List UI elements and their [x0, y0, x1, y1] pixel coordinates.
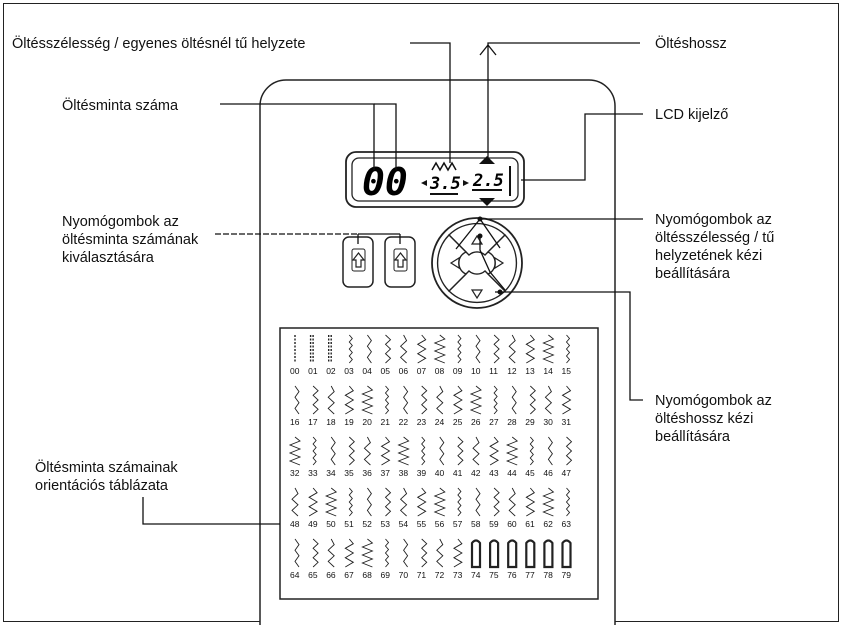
stitch-number-label: 36	[362, 468, 372, 478]
stitch-number-label: 62	[543, 519, 553, 529]
stitch-number-label: 38	[399, 468, 409, 478]
lcd-length-value: 2.5	[472, 171, 504, 191]
lcd-display: 00 3.5 2.5	[346, 152, 524, 207]
stitch-number-label: 45	[525, 468, 535, 478]
stitch-number-label: 18	[326, 417, 336, 427]
stitch-number-label: 74	[471, 570, 481, 580]
stitch-number-label: 43	[489, 468, 499, 478]
stitch-number-label: 56	[435, 519, 445, 529]
stitch-number-label: 77	[525, 570, 535, 580]
stitch-number-label: 42	[471, 468, 481, 478]
stitch-number-label: 65	[308, 570, 318, 580]
stitch-number-label: 15	[562, 366, 572, 376]
stitch-number-label: 22	[399, 417, 409, 427]
stitch-number-label: 04	[362, 366, 372, 376]
stitch-number-label: 02	[326, 366, 336, 376]
stitch-number-label: 41	[453, 468, 463, 478]
stitch-number-label: 73	[453, 570, 463, 580]
stitch-number-label: 61	[525, 519, 535, 529]
stitch-number-label: 13	[525, 366, 535, 376]
stitch-number-label: 46	[543, 468, 553, 478]
stitch-number-label: 53	[381, 519, 391, 529]
stitch-number-label: 58	[471, 519, 481, 529]
stitch-number-label: 78	[543, 570, 553, 580]
stitch-number-label: 32	[290, 468, 300, 478]
stitch-number-label: 49	[308, 519, 318, 529]
stitch-number-label: 33	[308, 468, 318, 478]
stitch-pattern-table: 00 01 02 03 04 05 06 07 08 09 10 11 12 13 14 15 16 17 18 19…	[280, 328, 598, 599]
stitch-number-label: 01	[308, 366, 318, 376]
stitch-number-label: 75	[489, 570, 499, 580]
stitch-number-label: 30	[543, 417, 553, 427]
stitch-number-label: 79	[562, 570, 572, 580]
stitch-number-label: 14	[543, 366, 553, 376]
stitch-number-label: 28	[507, 417, 517, 427]
stitch-number-label: 71	[417, 570, 427, 580]
stitch-number-label: 64	[290, 570, 300, 580]
stitch-number-label: 19	[344, 417, 354, 427]
lcd-width-value: 3.5	[429, 174, 461, 194]
stitch-number-label: 31	[562, 417, 572, 427]
stitch-number-label: 16	[290, 417, 300, 427]
stitch-number-label: 23	[417, 417, 427, 427]
stitch-number-label: 26	[471, 417, 481, 427]
stitch-number-label: 63	[562, 519, 572, 529]
stitch-number-label: 51	[344, 519, 354, 529]
stitch-number-label: 52	[362, 519, 372, 529]
stitch-number-label: 10	[471, 366, 481, 376]
stitch-number-label: 76	[507, 570, 517, 580]
stitch-number-label: 44	[507, 468, 517, 478]
direction-pad	[432, 218, 522, 308]
stitch-number-label: 35	[344, 468, 354, 478]
stitch-number-label: 39	[417, 468, 427, 478]
stitch-number-label: 07	[417, 366, 427, 376]
stitch-number-label: 27	[489, 417, 499, 427]
stitch-number-label: 66	[326, 570, 336, 580]
stitch-number-label: 37	[381, 468, 391, 478]
stitch-number-label: 48	[290, 519, 300, 529]
stitch-number-label: 67	[344, 570, 354, 580]
stitch-number-label: 57	[453, 519, 463, 529]
stitch-number-label: 54	[399, 519, 409, 529]
stitch-number-label: 24	[435, 417, 445, 427]
stitch-number-label: 50	[326, 519, 336, 529]
stitch-number-label: 60	[507, 519, 517, 529]
stitch-number-label: 72	[435, 570, 445, 580]
stitch-number-label: 69	[381, 570, 391, 580]
lcd-pattern-number: 00	[362, 160, 408, 204]
stitch-number-label: 11	[489, 366, 498, 376]
stitch-number-label: 00	[290, 366, 300, 376]
stitch-number-label: 17	[308, 417, 318, 427]
stitch-number-label: 47	[562, 468, 572, 478]
stitch-number-label: 68	[362, 570, 372, 580]
stitch-number-label: 20	[362, 417, 372, 427]
stitch-number-label: 12	[507, 366, 517, 376]
stitch-number-label: 05	[381, 366, 391, 376]
stitch-number-label: 55	[417, 519, 427, 529]
stitch-number-label: 21	[381, 417, 391, 427]
stitch-number-label: 59	[489, 519, 499, 529]
stitch-number-label: 08	[435, 366, 445, 376]
stitch-number-label: 03	[344, 366, 354, 376]
stitch-number-label: 40	[435, 468, 445, 478]
stitch-number-label: 34	[326, 468, 336, 478]
stitch-number-label: 70	[399, 570, 409, 580]
stitch-number-label: 06	[399, 366, 409, 376]
stitch-number-label: 09	[453, 366, 463, 376]
stitch-number-label: 25	[453, 417, 463, 427]
stitch-number-label: 29	[525, 417, 535, 427]
